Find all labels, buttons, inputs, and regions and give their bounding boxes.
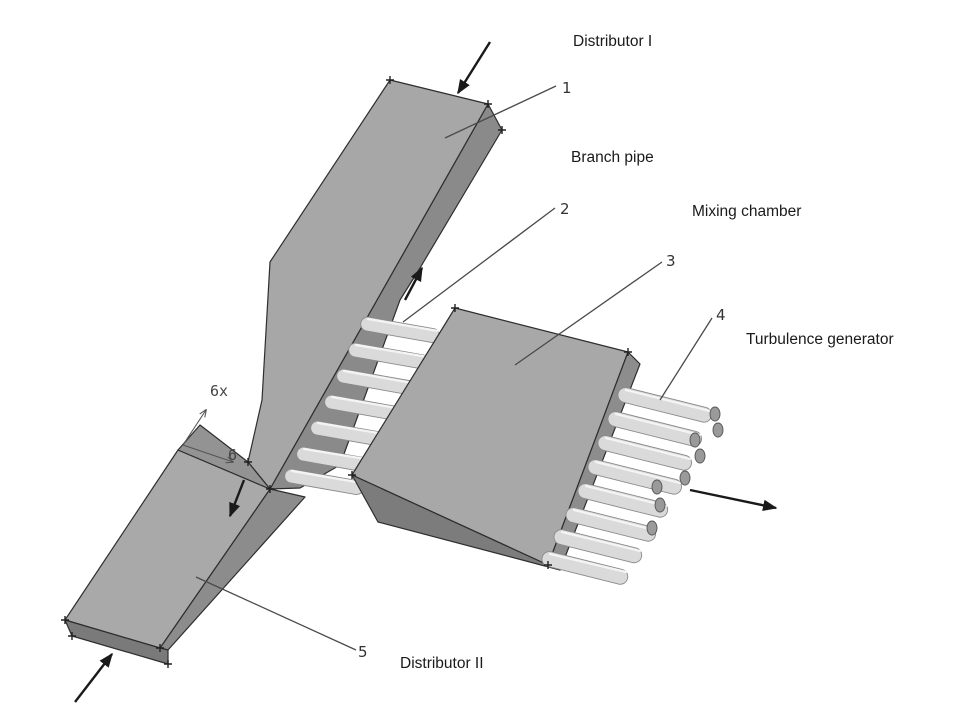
label-branch-pipe: Branch pipe: [571, 149, 654, 166]
callout-1: 1: [562, 79, 572, 97]
branch-down-arrow: [228, 479, 246, 518]
mixing-chamber-body: [351, 307, 641, 571]
axis-symbol-lower: 6: [228, 446, 237, 464]
outlet-tube: [597, 432, 701, 471]
inlet-arrow-top: [456, 41, 492, 95]
vertex-markers: [61, 76, 632, 668]
branch-pipe-lower-face: [177, 424, 271, 490]
callout-5: 5: [358, 643, 368, 661]
branch-up-arrow: [403, 266, 424, 301]
outlet-tube: [553, 497, 666, 564]
inlet-arrow-bottom: [74, 652, 113, 703]
outlet-tube: [577, 470, 691, 518]
coordinate-axes: 6x 6: [182, 382, 237, 464]
distributor-2-body: [64, 449, 306, 665]
flow-arrows: [74, 41, 778, 703]
callout-4: 4: [716, 306, 726, 324]
mixing-chamber-bottom-face: [351, 474, 561, 571]
distributor-1-body: [177, 79, 503, 490]
outlet-tube: [607, 411, 724, 447]
axis-symbol-upper: 6x: [210, 382, 228, 400]
leader-lines: [195, 85, 713, 651]
outlet-tube: [617, 387, 721, 423]
outlet-tube: [541, 520, 658, 585]
label-distributor-2: Distributor II: [400, 655, 484, 672]
callout-2: 2: [560, 200, 570, 218]
label-distributor-1: Distributor I: [573, 33, 652, 50]
callout-3: 3: [666, 252, 676, 270]
label-turbulence-generator: Turbulence generator: [746, 331, 894, 348]
callout-numbers: 1 2 3 4 5: [358, 79, 726, 661]
label-mixing-chamber: Mixing chamber: [692, 203, 801, 220]
distributor-2-front-face: [64, 619, 169, 665]
outlet-tube: [565, 479, 663, 542]
outlet-arrow: [689, 488, 778, 511]
component-labels: Distributor I Branch pipe Mixing chamber…: [400, 33, 894, 672]
outlet-tube-bundle: [541, 387, 724, 585]
